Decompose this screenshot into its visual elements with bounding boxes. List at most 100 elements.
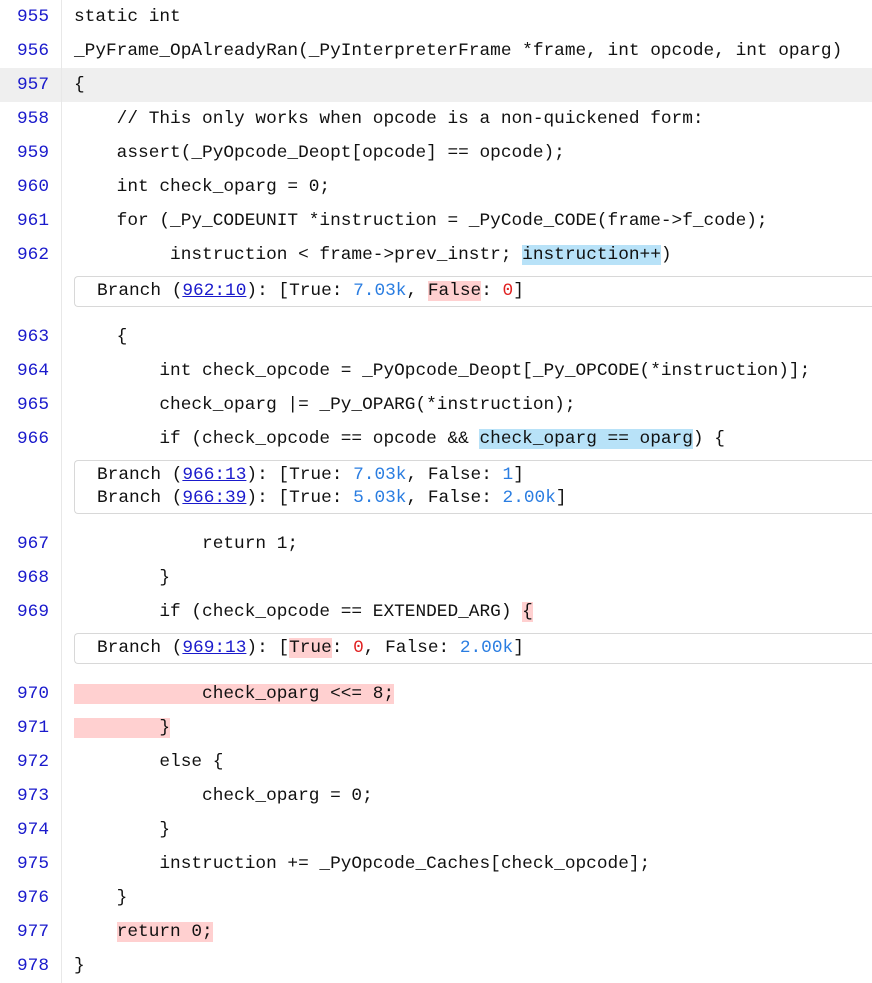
punct: ): [ (246, 465, 290, 485)
line-code: return 0; (62, 915, 872, 949)
source-line: 971 } (0, 711, 872, 745)
code-segment: if (check_opcode == EXTENDED_ARG) (74, 602, 523, 622)
line-code: _PyFrame_OpAlreadyRan(_PyInterpreterFram… (62, 34, 872, 68)
code-segment: instruction < frame->prev_instr; (74, 245, 523, 265)
line-code: } (62, 949, 872, 983)
line-code: check_oparg |= _Py_OPARG(*instruction); (62, 388, 872, 422)
line-number[interactable]: 959 (0, 136, 62, 170)
line-number[interactable]: 964 (0, 354, 62, 388)
line-number[interactable]: 970 (0, 677, 62, 711)
line-number[interactable]: 955 (0, 0, 62, 34)
uncovered-region: } (74, 718, 171, 738)
branch-entry: Branch (966:13): [True: 7.03k, False: 1] (97, 464, 872, 487)
line-code: check_oparg <<= 8; (62, 677, 872, 711)
line-number[interactable]: 976 (0, 881, 62, 915)
line-number[interactable]: 956 (0, 34, 62, 68)
source-line: 960 int check_oparg = 0; (0, 170, 872, 204)
line-code: } (62, 881, 872, 915)
line-code: else { (62, 745, 872, 779)
source-line: 976 } (0, 881, 872, 915)
line-number[interactable]: 962 (0, 238, 62, 272)
punct: ( (161, 465, 183, 485)
source-line: 968 } (0, 561, 872, 595)
line-number[interactable]: 965 (0, 388, 62, 422)
line-code: if (check_opcode == opcode && check_opar… (62, 422, 872, 456)
branch-true-label: True (289, 488, 332, 508)
line-number[interactable]: 961 (0, 204, 62, 238)
branch-info-box: Branch (966:13): [True: 7.03k, False: 1]… (74, 460, 872, 514)
code-segment: _PyFrame_OpAlreadyRan(_PyInterpreterFram… (74, 41, 843, 61)
branch-true-count: 0 (353, 638, 364, 658)
line-number[interactable]: 958 (0, 102, 62, 136)
source-line: 961 for (_Py_CODEUNIT *instruction = _Py… (0, 204, 872, 238)
line-number[interactable]: 975 (0, 847, 62, 881)
line-number[interactable]: 977 (0, 915, 62, 949)
punct: : (481, 488, 503, 508)
branch-entry: Branch (962:10): [True: 7.03k, False: 0] (97, 280, 872, 303)
code-segment: if (check_opcode == opcode && (74, 429, 480, 449)
line-number[interactable]: 963 (0, 320, 62, 354)
punct: , (406, 281, 428, 301)
line-number[interactable]: 968 (0, 561, 62, 595)
source-line: 967 return 1; (0, 527, 872, 561)
punct: : (481, 465, 503, 485)
punct: : (331, 281, 354, 301)
source-line: 955 static int (0, 0, 872, 34)
branch-label: Branch (97, 488, 162, 508)
punct: , (406, 465, 428, 485)
line-number[interactable]: 967 (0, 527, 62, 561)
code-segment: assert(_PyOpcode_Deopt[opcode] == opcode… (74, 143, 565, 163)
branch-false-label: False (427, 465, 482, 485)
punct: : (438, 638, 460, 658)
code-segment: { (74, 75, 85, 95)
branch-location-link[interactable]: 969:13 (182, 638, 247, 658)
branch-entry: Branch (966:39): [True: 5.03k, False: 2.… (97, 487, 872, 510)
line-code: // This only works when opcode is a non-… (62, 102, 872, 136)
line-number[interactable]: 978 (0, 949, 62, 983)
code-segment: int check_opcode = _PyOpcode_Deopt[_Py_O… (74, 361, 811, 381)
line-code: if (check_opcode == EXTENDED_ARG) { (62, 595, 872, 629)
line-number[interactable]: 960 (0, 170, 62, 204)
branch-false-count: 0 (502, 281, 514, 301)
source-line: 966 if (check_opcode == opcode && check_… (0, 422, 872, 456)
line-number[interactable]: 971 (0, 711, 62, 745)
code-segment: } (74, 888, 128, 908)
code-segment (74, 922, 117, 942)
punct: ( (161, 638, 183, 658)
line-number[interactable]: 966 (0, 422, 62, 456)
partially-covered-region: check_oparg == oparg (479, 429, 693, 449)
line-code: instruction += _PyOpcode_Caches[check_op… (62, 847, 872, 881)
source-line: 973 check_oparg = 0; (0, 779, 872, 813)
branch-location-link[interactable]: 962:10 (182, 281, 247, 301)
punct: ): [ (246, 281, 290, 301)
code-segment: static int (74, 7, 181, 27)
code-segment: // This only works when opcode is a non-… (74, 109, 704, 129)
line-code: int check_opcode = _PyOpcode_Deopt[_Py_O… (62, 354, 872, 388)
punct: : (331, 638, 354, 658)
punct: ( (161, 281, 183, 301)
code-segment: instruction += _PyOpcode_Caches[check_op… (74, 854, 651, 874)
code-segment: check_oparg = 0; (74, 786, 373, 806)
line-number[interactable]: 957 (0, 68, 62, 102)
source-line: 965 check_oparg |= _Py_OPARG(*instructio… (0, 388, 872, 422)
line-number[interactable]: 972 (0, 745, 62, 779)
source-line: 969 if (check_opcode == EXTENDED_ARG) { (0, 595, 872, 629)
branch-location-link[interactable]: 966:13 (182, 465, 247, 485)
line-number[interactable]: 969 (0, 595, 62, 629)
punct: , (406, 488, 428, 508)
punct: : (481, 281, 503, 301)
line-code: return 1; (62, 527, 872, 561)
line-code: int check_oparg = 0; (62, 170, 872, 204)
line-code: { (62, 68, 872, 102)
line-number[interactable]: 974 (0, 813, 62, 847)
line-number[interactable]: 973 (0, 779, 62, 813)
line-code: for (_Py_CODEUNIT *instruction = _PyCode… (62, 204, 872, 238)
code-segment: ) (660, 245, 672, 265)
source-line: 963 { (0, 320, 872, 354)
code-segment: } (74, 820, 171, 840)
branch-true-label: True (289, 638, 332, 658)
code-segment: int check_oparg = 0; (74, 177, 331, 197)
branch-false-label: False (427, 281, 482, 301)
branch-location-link[interactable]: 966:39 (182, 488, 247, 508)
partially-covered-region: instruction++ (522, 245, 661, 265)
